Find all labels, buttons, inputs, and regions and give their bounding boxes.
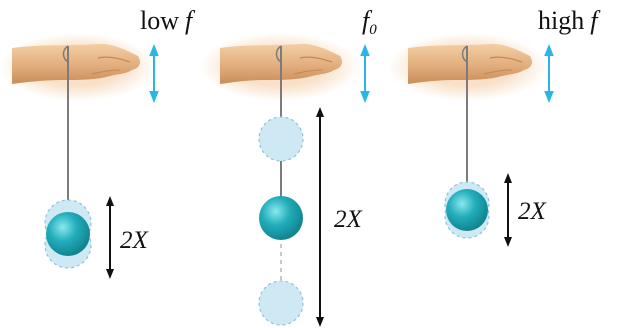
panel-resonant-frequency: f0 2X [200,6,377,325]
amplitude-label: 2X [334,206,364,233]
frequency-label: f0 [362,6,377,38]
amplitude-label: 2X [120,227,150,254]
ball [259,196,303,240]
ball-ghost-bottom [259,281,303,325]
ball [46,212,90,256]
hand-icon [0,33,156,101]
ball-ghost-top [259,117,303,161]
amplitude-label: 2X [518,198,548,225]
ball [446,189,488,231]
